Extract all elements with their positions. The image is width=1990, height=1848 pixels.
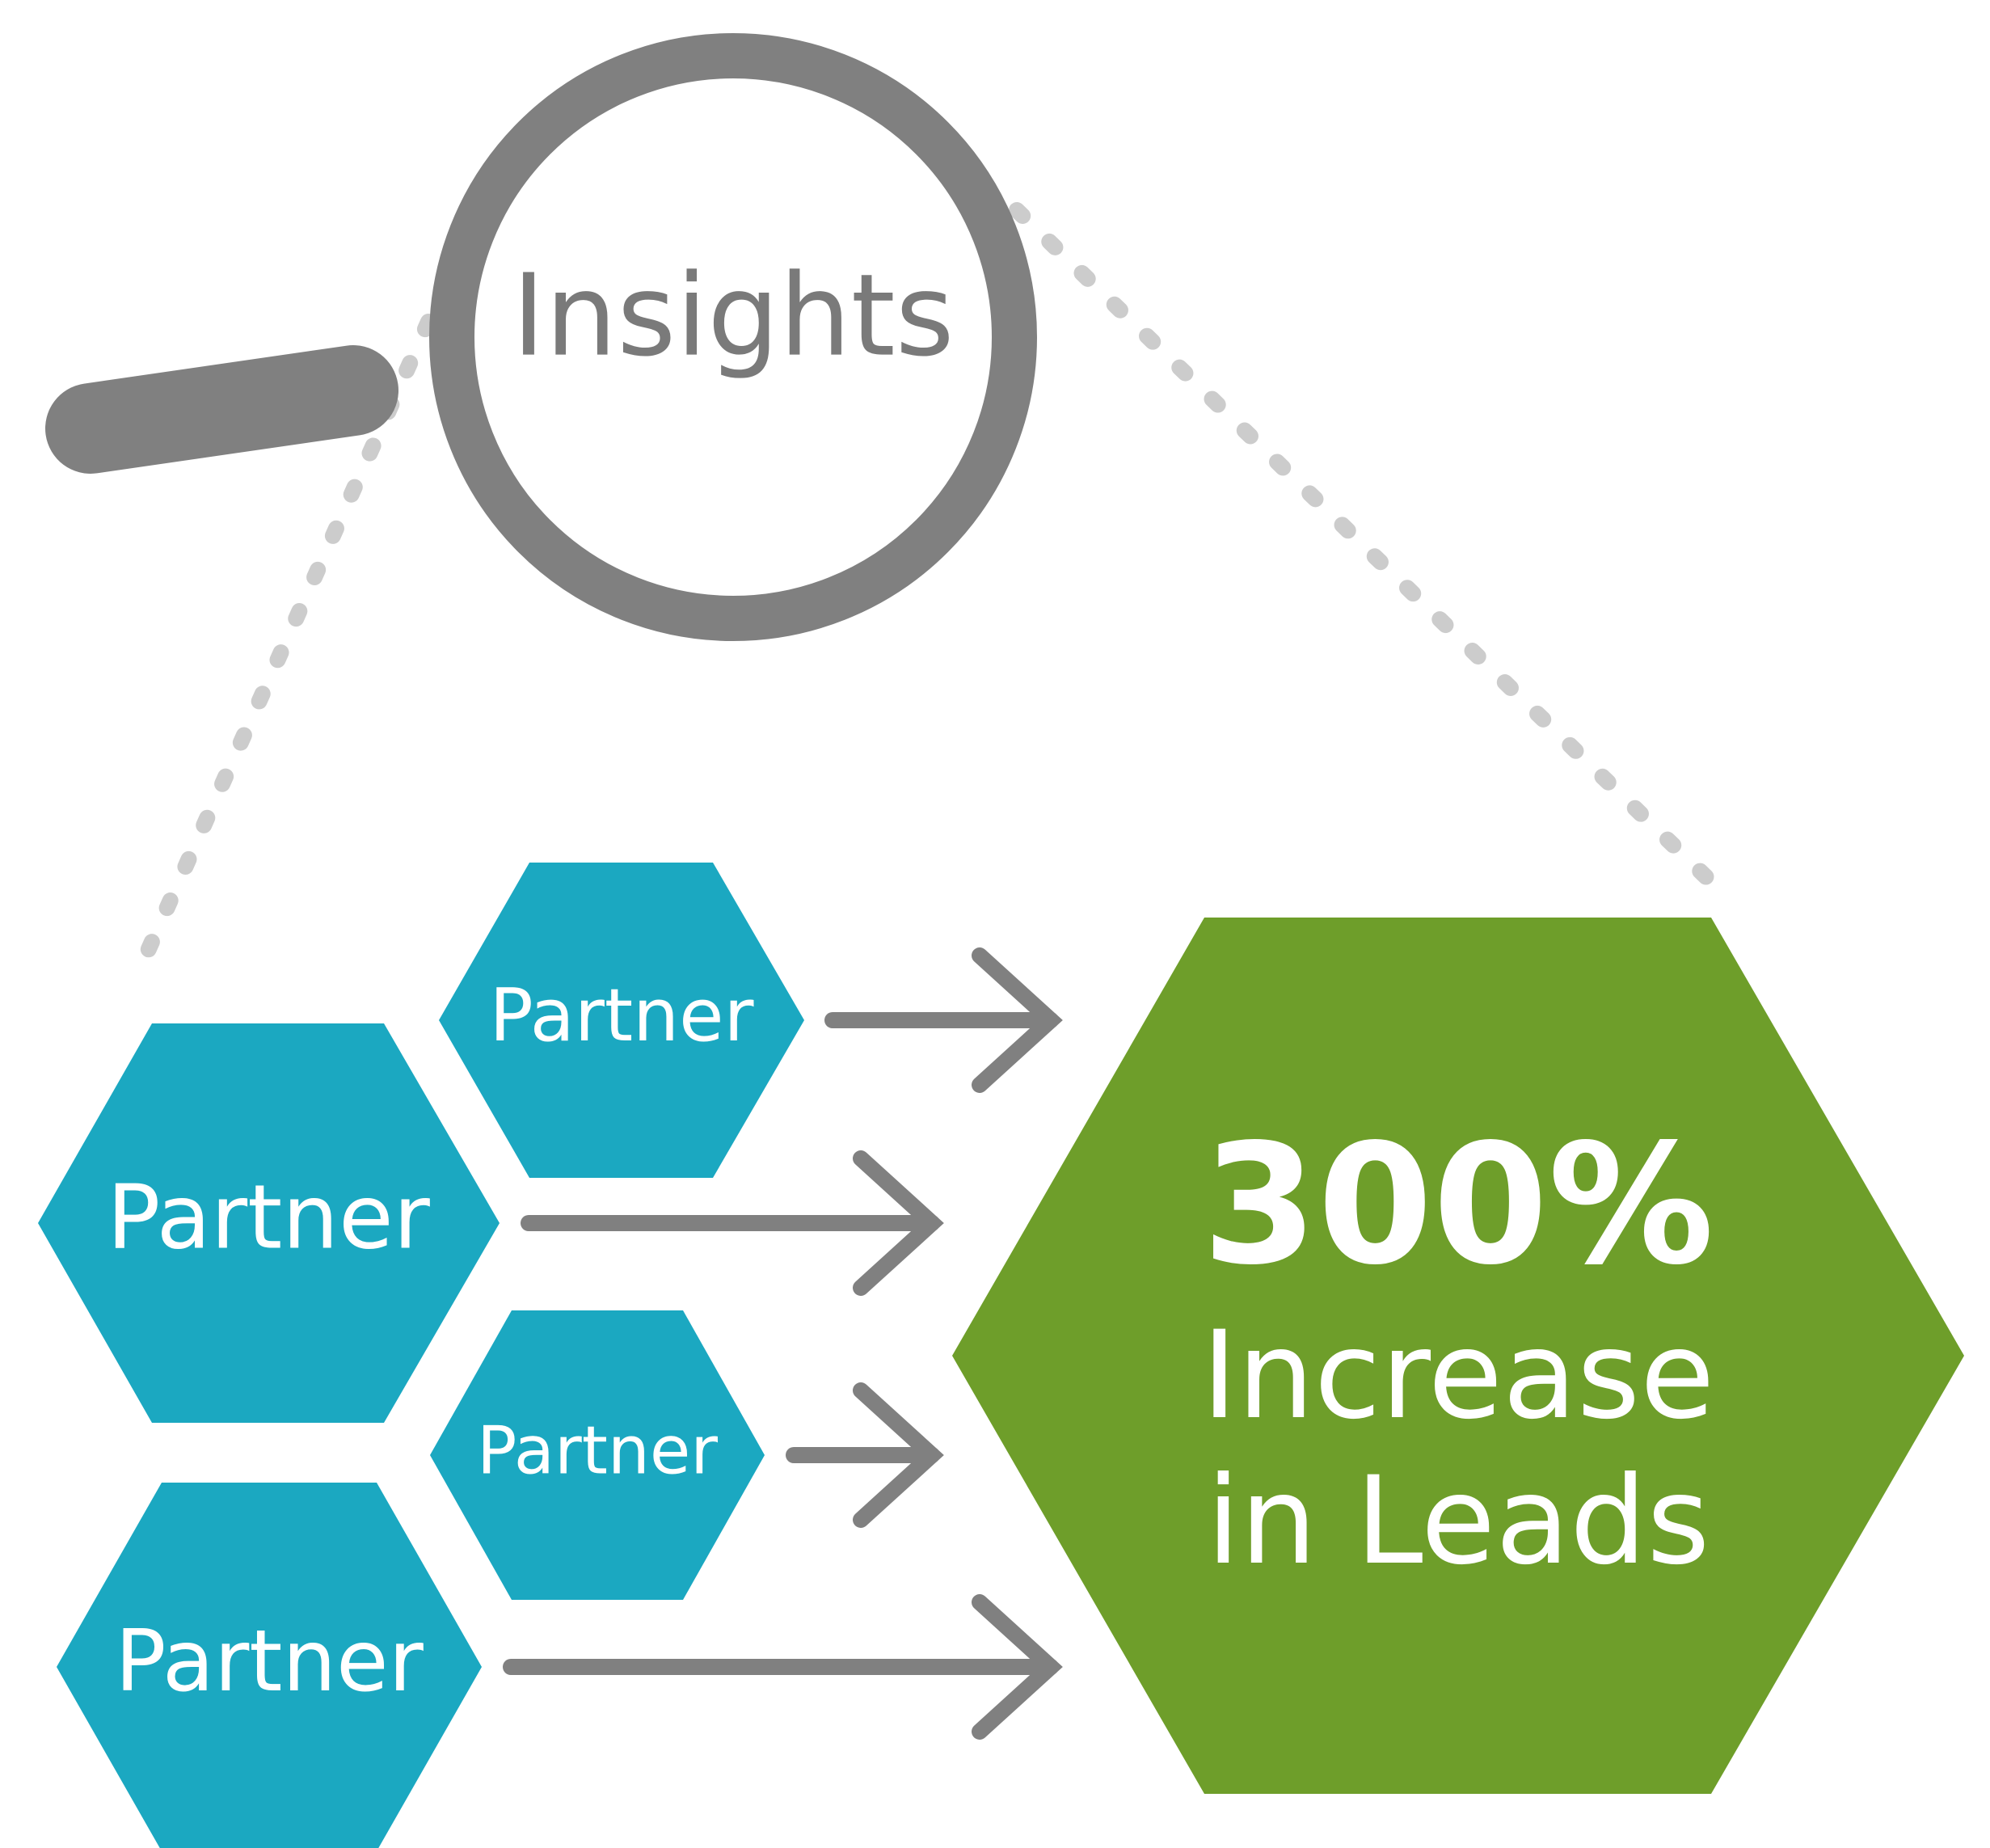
magnifying-glass-icon: Insights bbox=[45, 33, 1037, 641]
dotted-cone-lines bbox=[127, 202, 1715, 988]
result-hexagon-shape bbox=[952, 918, 1964, 1794]
result-line-2: in Leads bbox=[1207, 1451, 1710, 1592]
arrow-1-head bbox=[972, 947, 1063, 1093]
partner-label-bottom: Partner bbox=[115, 1612, 424, 1711]
arrow-3-head bbox=[853, 1382, 944, 1528]
dotted-line-right bbox=[1009, 202, 1715, 886]
result-line-1: Increase bbox=[1202, 1306, 1715, 1446]
magnifier-lens bbox=[429, 33, 1037, 641]
partner-hexagon-top-shape bbox=[439, 863, 804, 1178]
partner-hexagons: Partner Partner Partner Partner bbox=[38, 863, 804, 1848]
arrow-4-head bbox=[972, 1594, 1063, 1740]
partner-label-middle: Partner bbox=[477, 1412, 718, 1489]
right-arrow-icon bbox=[521, 1150, 944, 1296]
right-arrow-icon bbox=[503, 1594, 1063, 1740]
result-value: 300% bbox=[1202, 1109, 1714, 1302]
arrow-2-head bbox=[853, 1150, 944, 1296]
arrows bbox=[503, 947, 1063, 1740]
partner-hexagon-left: Partner bbox=[38, 1023, 500, 1423]
partner-label-top: Partner bbox=[489, 973, 753, 1058]
insights-label: Insights bbox=[512, 251, 954, 382]
partner-hexagon-left-shape bbox=[38, 1023, 500, 1423]
right-arrow-icon bbox=[786, 1382, 944, 1528]
partner-hexagon-middle-shape bbox=[430, 1310, 765, 1600]
dotted-line-left bbox=[127, 314, 436, 988]
partner-hexagon-bottom: Partner bbox=[57, 1483, 482, 1848]
result-hexagon: 300% Increase in Leads bbox=[952, 918, 1964, 1794]
partner-hexagon-bottom-shape bbox=[57, 1483, 482, 1848]
partner-label-left: Partner bbox=[107, 1165, 431, 1268]
right-arrow-icon bbox=[824, 947, 1063, 1093]
partner-hexagon-top: Partner bbox=[439, 863, 804, 1178]
partner-hexagon-middle: Partner bbox=[430, 1310, 765, 1600]
magnifier-handle bbox=[45, 345, 398, 474]
